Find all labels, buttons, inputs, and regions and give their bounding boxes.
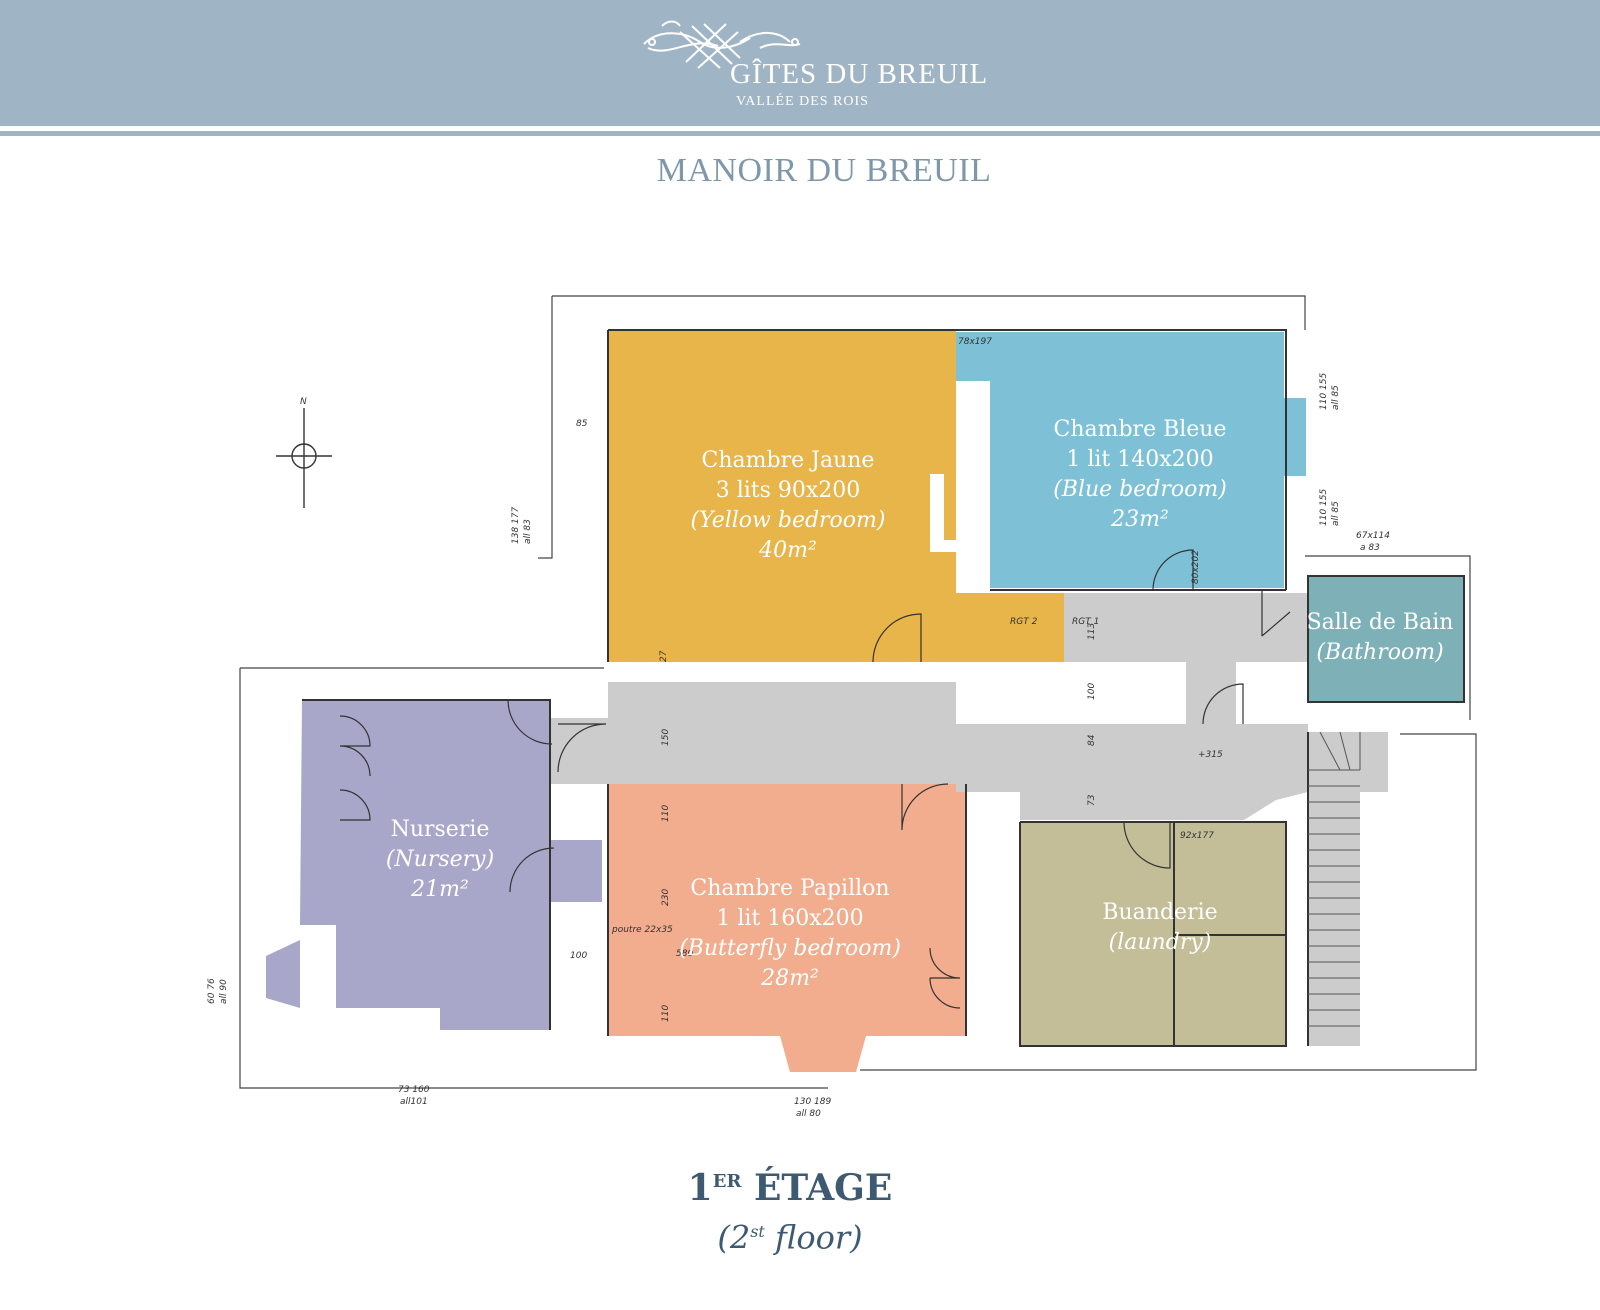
- dim-150: 150: [661, 729, 671, 746]
- bottom-dim-2b: all 80: [796, 1109, 821, 1119]
- dim-100-left: 100: [570, 951, 587, 961]
- brand-tagline: Vallée des Rois: [736, 94, 869, 109]
- left-dim-b: all 90: [219, 979, 229, 1004]
- compass-icon: [276, 408, 332, 508]
- room-english: (Bathroom): [1316, 640, 1444, 665]
- room-corridor: [550, 682, 1308, 820]
- room-bleue-window: [1280, 398, 1306, 476]
- room-label-bleue: Chambre Bleue 1 lit 140x200 (Blue bedroo…: [1000, 415, 1280, 535]
- floor-english: (2st floor): [717, 1218, 863, 1257]
- room-area: 21m²: [411, 877, 469, 902]
- room-beds: 3 lits 90x200: [715, 478, 861, 503]
- room-bain: [1308, 576, 1464, 702]
- dim-84: 84: [1087, 734, 1097, 746]
- floor-word: ÉTAGE: [753, 1167, 893, 1209]
- bottom-dim-2: 130 189: [794, 1097, 831, 1107]
- property-title: MANOIR DU BREUIL: [656, 152, 992, 189]
- dim-315: +315: [1198, 750, 1223, 760]
- room-hall: [1064, 593, 1308, 724]
- room-stairs: [1308, 732, 1388, 1046]
- room-papillon: [608, 784, 966, 1072]
- room-label-bain: Salle de Bain (Bathroom): [1300, 608, 1460, 668]
- room-english: (laundry): [1108, 930, 1212, 955]
- dim-92x177: 92x177: [1180, 831, 1214, 841]
- header-banner: [0, 0, 1600, 126]
- dim-113: 113: [1087, 623, 1097, 640]
- floor-number: 1: [687, 1167, 713, 1209]
- room-name: Chambre Papillon: [690, 876, 890, 901]
- bottom-dim-1: 73 160: [398, 1085, 430, 1095]
- rgt1-label: RGT 1: [1072, 617, 1099, 627]
- dim-230: 230: [661, 889, 671, 906]
- room-english: (Butterfly bedroom): [679, 936, 901, 961]
- room-label-nurserie: Nurserie (Nursery) 21m²: [340, 815, 540, 905]
- room-name: Chambre Bleue: [1053, 417, 1227, 442]
- room-name: Salle de Bain: [1306, 610, 1454, 635]
- room-name: Buanderie: [1102, 900, 1218, 925]
- floor-title: 1ER ÉTAGE: [600, 1160, 980, 1210]
- outer-wall-left-upper: [538, 296, 553, 559]
- room-nurserie-west: [266, 940, 300, 1008]
- right-dim-1: 110 155: [1319, 373, 1329, 410]
- dim-100-mid: 100: [1087, 683, 1097, 700]
- dim-80x202: 80x202: [1191, 550, 1201, 584]
- right-dim-2b: all 85: [1331, 501, 1341, 526]
- dim-27: 27: [659, 650, 669, 662]
- room-label-papillon: Chambre Papillon 1 lit 160x200 (Butterfl…: [660, 874, 920, 994]
- room-name: Chambre Jaune: [701, 448, 875, 473]
- room-jaune: [608, 330, 956, 662]
- floor-suffix: ER: [712, 1171, 742, 1192]
- room-label-buanderie: Buanderie (laundry): [1060, 898, 1260, 958]
- room-rgt2: [956, 593, 1064, 662]
- bottom-dim-1b: all101: [400, 1097, 428, 1107]
- rgt2-label: RGT 2: [1010, 617, 1038, 627]
- dim-78x197: 78x197: [958, 337, 992, 347]
- right-dim-2: 110 155: [1319, 489, 1329, 526]
- room-english: (Nursery): [385, 847, 495, 872]
- room-beds: 1 lit 140x200: [1066, 447, 1214, 472]
- room-area: 28m²: [761, 966, 819, 991]
- dim-110b: 110: [661, 1005, 671, 1022]
- logo-ornament-icon: [643, 20, 801, 69]
- outer-wall-right-upper: [1305, 555, 1471, 720]
- brand-logo: Gîtes du Breuil Vallée des Rois: [640, 18, 987, 113]
- poutre-note: poutre 22x35: [611, 925, 673, 935]
- room-nurserie-bay: [550, 840, 602, 902]
- room-buanderie: [1020, 822, 1286, 1046]
- outer-wall-top: [552, 295, 1306, 330]
- dim-580: 580: [676, 949, 693, 959]
- top-left-dim: 138 177: [511, 507, 521, 544]
- dim-73: 73: [1087, 794, 1097, 806]
- room-english: (Yellow bedroom): [690, 508, 886, 533]
- room-area: 40m²: [759, 538, 817, 563]
- floor-caption: 1ER ÉTAGE (2st floor): [600, 1160, 980, 1260]
- dim-85: 85: [576, 419, 588, 429]
- brand-name: Gîtes du Breuil: [730, 58, 989, 90]
- outer-wall-right: [860, 733, 1477, 1071]
- top-left-dim-b: all 83: [523, 519, 533, 544]
- room-bleue: [956, 332, 1284, 588]
- left-dim: 60 76: [207, 978, 217, 1004]
- compass-label: N: [300, 397, 307, 407]
- dim-a83: a 83: [1360, 543, 1380, 553]
- room-area: 23m²: [1111, 507, 1169, 532]
- right-dim-1b: all 85: [1331, 385, 1341, 410]
- outer-wall-left: [239, 667, 828, 1089]
- header-divider: [0, 131, 1600, 136]
- dim-110a: 110: [661, 805, 671, 822]
- room-label-jaune: Chambre Jaune 3 lits 90x200 (Yellow bedr…: [648, 446, 928, 566]
- room-beds: 1 lit 160x200: [716, 906, 864, 931]
- dim-67x114: 67x114: [1356, 531, 1390, 541]
- room-name: Nurserie: [390, 817, 490, 842]
- room-english: (Blue bedroom): [1053, 477, 1227, 502]
- room-nurserie: [300, 700, 550, 1030]
